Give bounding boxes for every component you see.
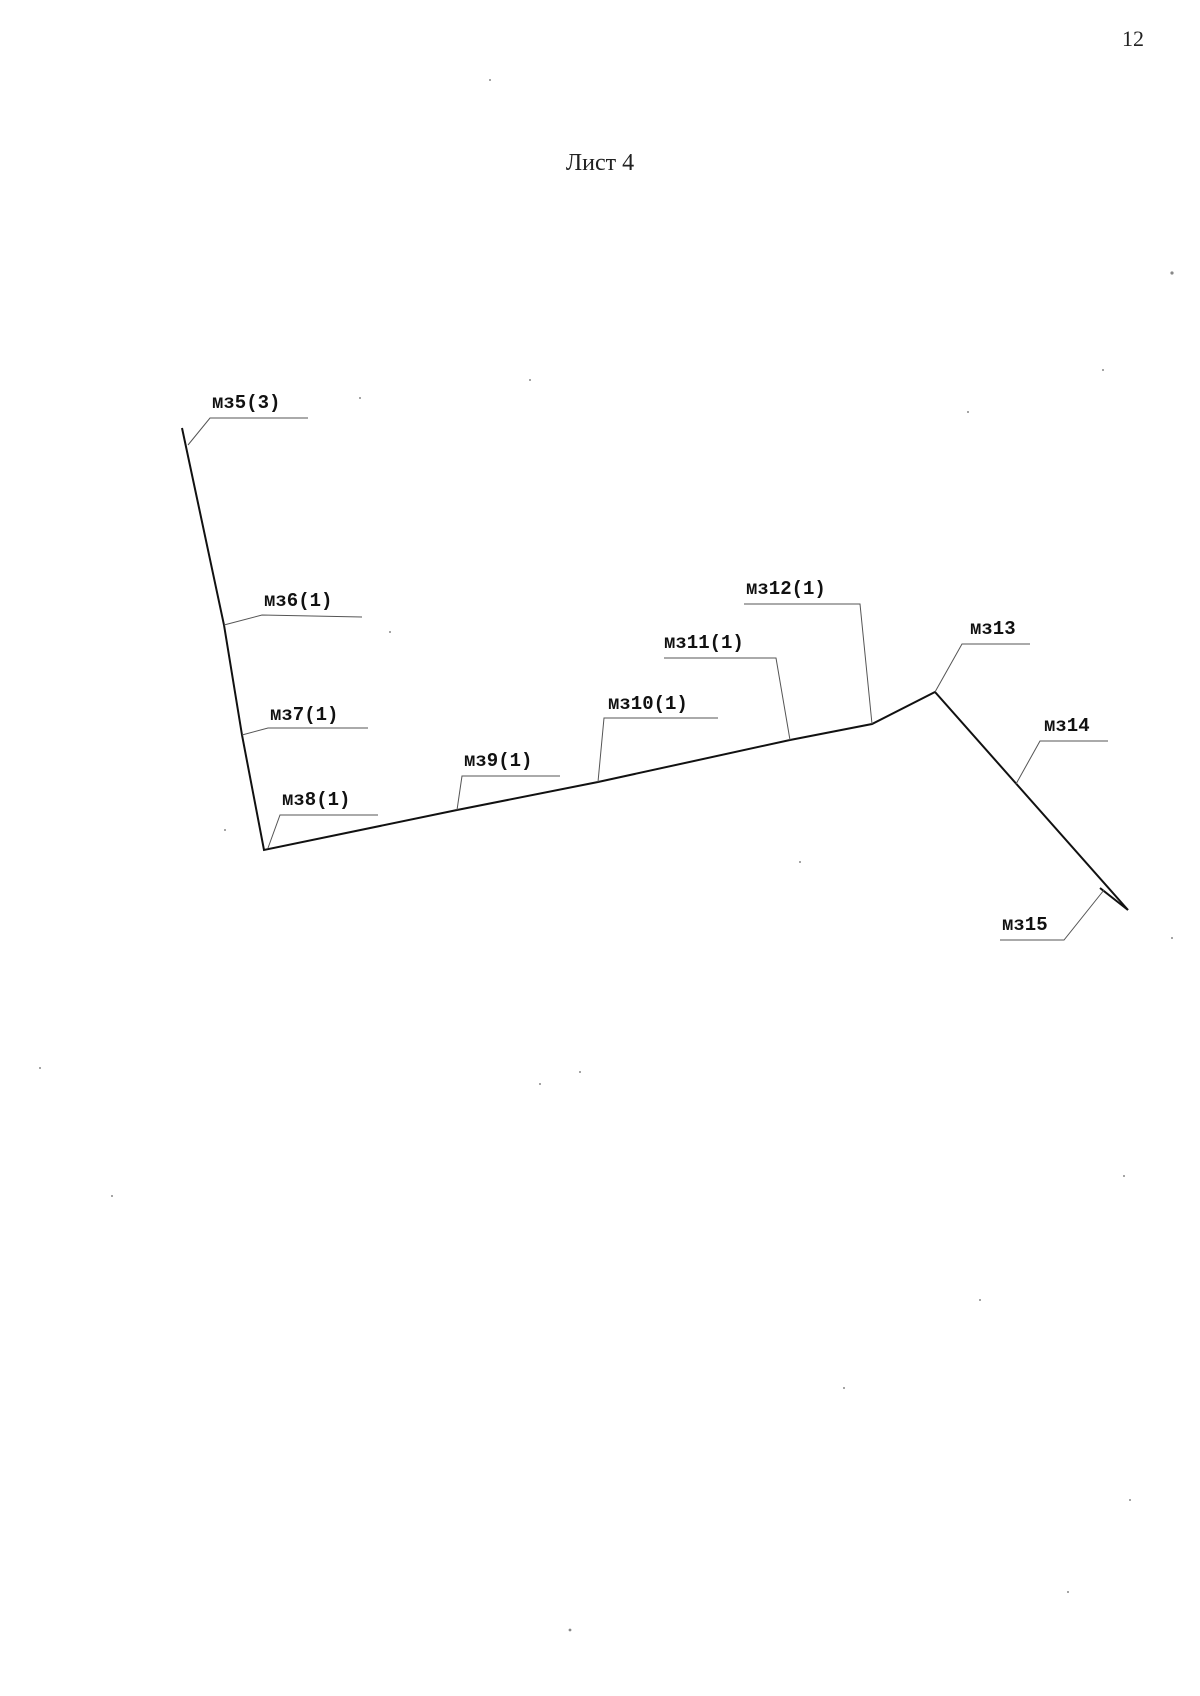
point-marker-mz12: мз12(1)	[744, 578, 873, 725]
point-label-mz10: мз10(1)	[608, 693, 688, 715]
point-label-mz9: мз9(1)	[464, 750, 532, 772]
point-marker-mz10: мз10(1)	[597, 693, 718, 783]
sheet-title: Лист 4	[565, 150, 635, 176]
point-label-mz8: мз8(1)	[282, 789, 350, 811]
point-marker-mz14: мз14	[1015, 715, 1108, 785]
scan-noise	[39, 79, 1174, 1632]
point-marker-mz11: мз11(1)	[664, 632, 791, 741]
point-label-mz5: мз5(3)	[212, 392, 280, 414]
point-marker-mz15: мз15	[1000, 889, 1105, 941]
point-label-mz6: мз6(1)	[264, 590, 332, 612]
point-marker-mz13: мз13	[934, 618, 1030, 693]
point-marker-mz7: мз7(1)	[241, 704, 368, 736]
page-number: 12	[1122, 26, 1144, 51]
point-marker-mz6: мз6(1)	[223, 590, 363, 626]
point-label-mz12: мз12(1)	[746, 578, 826, 600]
point-label-mz15: мз15	[1002, 914, 1048, 936]
point-marker-mz8: мз8(1)	[267, 789, 378, 849]
point-label-mz7: мз7(1)	[270, 704, 338, 726]
point-label-mz13: мз13	[970, 618, 1016, 640]
point-marker-mz5: мз5(3)	[187, 392, 308, 446]
boundary-line-extension	[1099, 887, 1129, 911]
boundary-line	[181, 427, 1129, 911]
point-marker-mz9: мз9(1)	[456, 750, 560, 811]
point-label-mz11: мз11(1)	[664, 632, 744, 654]
point-label-mz14: мз14	[1044, 715, 1090, 737]
